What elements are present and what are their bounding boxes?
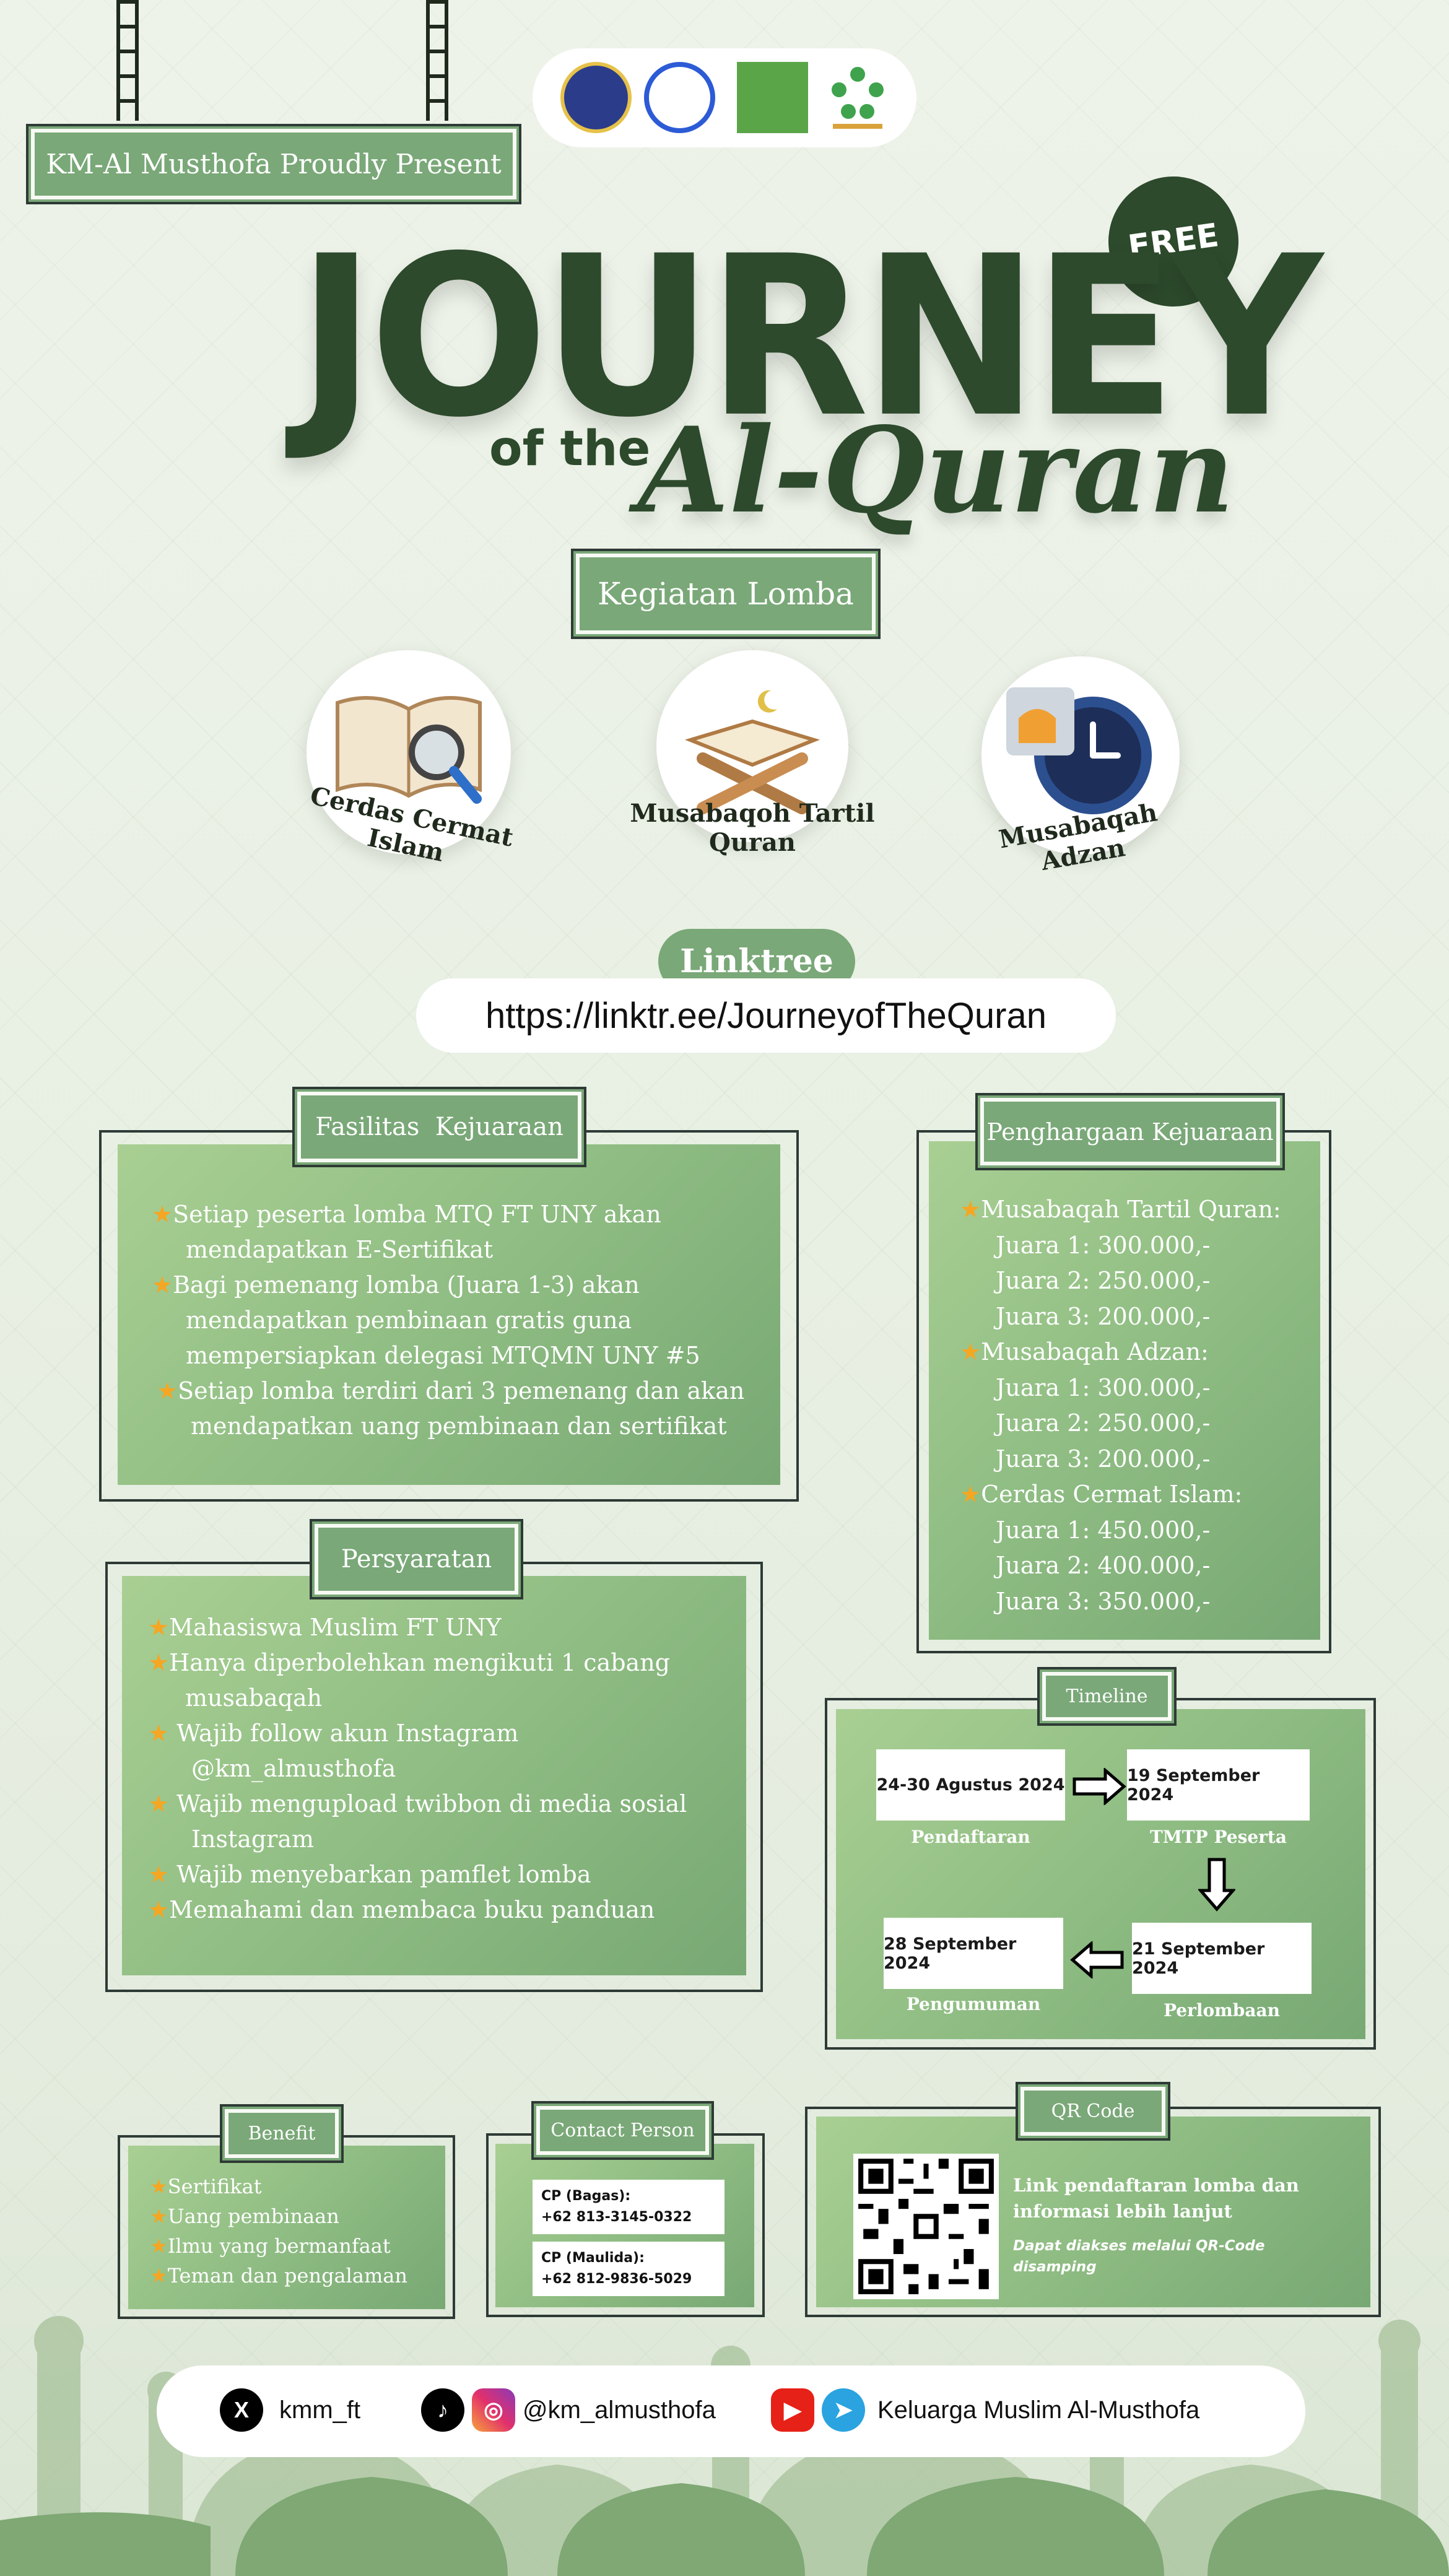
benefit-panel: ★Sertifikat ★Uang pembinaan ★Ilmu yang b… [128, 2146, 445, 2309]
contact-title: Contact Person [531, 2101, 714, 2160]
humanity-logo-icon [824, 62, 892, 133]
x-icon: X [220, 2388, 263, 2432]
prize-group-cerdas: ★Cerdas Cermat Islam: [960, 1481, 1243, 1508]
penghargaan-panel: ★Musabaqah Tartil Quran: Juara 1: 300.00… [929, 1141, 1320, 1640]
prize-line: Juara 3: 200.000,- [996, 1445, 1211, 1473]
benefit-item: ★Ilmu yang bermanfaat [150, 2234, 391, 2258]
fasilitas-title: Fasilitas Kejuaraan [292, 1087, 586, 1167]
qr-panel: Link pendaftaran lomba dan informasi leb… [816, 2117, 1370, 2307]
tartil-label: Musabaqoh Tartil Quran [630, 799, 875, 857]
persyaratan-title: Persyaratan [310, 1519, 523, 1599]
tiktok-icon: ♪ [421, 2388, 464, 2432]
qr-title: QR Code [1016, 2082, 1170, 2141]
persyaratan-list: ★Mahasiswa Muslim FT UNY ★Hanya diperbol… [148, 1610, 742, 1928]
timeline-caption-1: Pendaftaran [911, 1827, 1030, 1847]
contact-maulida[interactable]: CP (Maulida): +62 812-9836-5029 [533, 2242, 724, 2296]
benefit-title: Benefit [220, 2104, 344, 2163]
penghargaan-list: ★Musabaqah Tartil Quran: Juara 1: 300.00… [960, 1192, 1319, 1619]
contact-panel: CP (Bagas): +62 813-3145-0322 CP (Maulid… [495, 2144, 754, 2307]
yt-social[interactable]: ▶ ➤ Keluarga Muslim Al-Musthofa [771, 2388, 1199, 2432]
instagram-icon: ◎ [472, 2388, 515, 2432]
title-journey: JOURNEY [297, 209, 1323, 466]
telegram-icon: ➤ [822, 2388, 865, 2432]
book-magnifier-icon [336, 696, 482, 804]
title-of-the: of the [489, 421, 651, 477]
syarat-item: ★ Wajib menyebarkan pamflet lomba [148, 1861, 591, 1888]
logo-strip [533, 48, 916, 147]
syarat-item: ★ Wajib follow akun Instagram@km_almusth… [148, 1720, 519, 1782]
adzan-circle: Musabaqah Adzan [981, 656, 1180, 876]
syarat-item: ★Memahami dan membaca buku panduan [148, 1896, 655, 1923]
tartil-circle: Musabaqoh Tartil Quran [630, 650, 875, 857]
timeline-title: Timeline [1037, 1667, 1177, 1726]
prize-line: Juara 2: 400.000,- [996, 1552, 1211, 1579]
uny-logo-icon [560, 62, 632, 133]
keluarga-muslim-logo-icon [737, 62, 808, 133]
ig-social[interactable]: ♪ ◎ @km_almusthofa [421, 2388, 716, 2432]
syarat-item: ★Mahasiswa Muslim FT UNY [148, 1614, 502, 1641]
youtube-icon: ▶ [771, 2388, 814, 2432]
timeline-caption-3: Perlombaan [1163, 2000, 1281, 2021]
benefit-item: ★Sertifikat [150, 2175, 262, 2198]
prize-line: Juara 1: 450.000,- [996, 1516, 1211, 1544]
persyaratan-panel: ★Mahasiswa Muslim FT UNY ★Hanya diperbol… [122, 1576, 746, 1975]
x-social[interactable]: X kmm_ft [220, 2388, 360, 2432]
timeline-date-1: 24-30 Agustus 2024 [876, 1749, 1065, 1821]
qr-code-icon[interactable] [853, 2154, 999, 2299]
social-bar [157, 2365, 1305, 2457]
present-label: KM-Al Musthofa Proudly Present [26, 124, 521, 204]
benefit-item: ★Teman dan pengalaman [150, 2264, 407, 2287]
qr-description: Link pendaftaran lomba dan informasi leb… [1013, 2175, 1299, 2222]
quran-stand-icon [684, 690, 820, 814]
prize-line: Juara 2: 250.000,- [996, 1267, 1211, 1294]
arrow-left-icon [1069, 1940, 1125, 1980]
prize-group-adzan: ★Musabaqah Adzan: [960, 1338, 1209, 1365]
timeline-date-3: 21 September 2024 [1132, 1923, 1312, 1994]
timeline-date-4: 28 September 2024 [884, 1918, 1063, 1989]
contact-bagas[interactable]: CP (Bagas): +62 813-3145-0322 [533, 2180, 724, 2234]
prize-line: Juara 1: 300.000,- [996, 1373, 1211, 1401]
syarat-item: ★ Wajib mengupload twibbon di media sosi… [148, 1790, 687, 1853]
linktree-url[interactable]: https://linktr.ee/JourneyofTheQuran [416, 978, 1116, 1053]
arrow-down-icon [1197, 1856, 1237, 1912]
qr-note: Dapat diakses melalui QR-Code disamping [1013, 2238, 1265, 2275]
benefit-list: ★Sertifikat ★Uang pembinaan ★Ilmu yang b… [150, 2172, 441, 2291]
chain-right [426, 0, 448, 121]
forum-ukhuwah-logo-icon [644, 62, 715, 133]
timeline-date-2: 19 September 2024 [1127, 1749, 1310, 1821]
cerdas-cermat-circle: Cerdas Cermat Islam [307, 650, 516, 868]
prize-line: Juara 1: 300.000,- [996, 1231, 1211, 1259]
benefit-item: ★Uang pembinaan [150, 2204, 339, 2228]
penghargaan-title: Penghargaan Kejuaraan [975, 1093, 1285, 1170]
prize-line: Juara 3: 350.000,- [996, 1587, 1211, 1615]
timeline-panel: 24-30 Agustus 2024 Pendaftaran 19 Septem… [836, 1709, 1365, 2039]
mosque-clock-icon [1006, 687, 1152, 814]
title-al-quran: Al-Quran [638, 401, 1235, 539]
prize-group-tartil: ★Musabaqah Tartil Quran: [960, 1196, 1281, 1223]
fasilitas-item: ★Setiap lomba terdiri dari 3 pemenang da… [157, 1377, 745, 1440]
prize-line: Juara 2: 250.000,- [996, 1409, 1211, 1437]
arrow-right-icon [1071, 1767, 1127, 1806]
chain-left [116, 0, 139, 121]
prize-line: Juara 3: 200.000,- [996, 1302, 1211, 1330]
kegiatan-label: Kegiatan Lomba [571, 549, 881, 639]
timeline-caption-2: TMTP Peserta [1150, 1827, 1287, 1847]
timeline-caption-4: Pengumuman [906, 1994, 1041, 2014]
